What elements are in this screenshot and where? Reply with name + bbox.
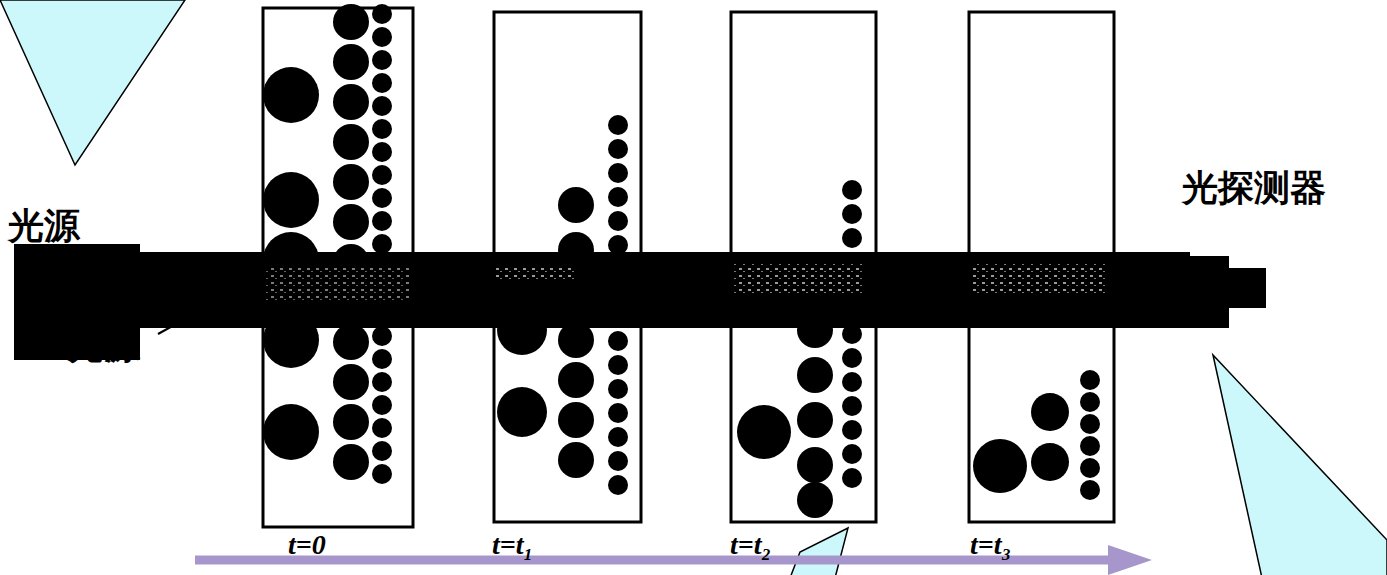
particle bbox=[372, 234, 392, 254]
light-detector bbox=[1226, 268, 1266, 308]
time-label: t=t₁ bbox=[492, 530, 533, 561]
callout-tail bbox=[790, 528, 848, 575]
particle bbox=[608, 403, 628, 423]
particle bbox=[608, 139, 628, 159]
particle bbox=[608, 187, 628, 207]
particle bbox=[333, 404, 369, 440]
particle bbox=[973, 439, 1027, 493]
particle bbox=[372, 441, 392, 461]
particle bbox=[842, 228, 862, 248]
particle bbox=[372, 73, 392, 93]
particle bbox=[608, 115, 628, 135]
particle bbox=[372, 349, 392, 369]
particle bbox=[333, 124, 369, 160]
particle bbox=[333, 204, 369, 240]
particle bbox=[333, 324, 369, 360]
light-detector bbox=[1183, 256, 1229, 328]
particle bbox=[558, 362, 594, 398]
particle bbox=[263, 172, 319, 228]
particle bbox=[372, 50, 392, 70]
particle bbox=[372, 165, 392, 185]
particle bbox=[372, 4, 392, 24]
leader-line bbox=[158, 308, 205, 334]
particle bbox=[608, 475, 628, 495]
particle bbox=[372, 464, 392, 484]
particle bbox=[608, 379, 628, 399]
particle bbox=[608, 163, 628, 183]
particle bbox=[372, 96, 392, 116]
part-label: 光源 bbox=[68, 326, 140, 366]
particle bbox=[1080, 414, 1100, 434]
callout-tail bbox=[1213, 355, 1387, 575]
particle bbox=[1031, 443, 1069, 481]
particle bbox=[558, 402, 594, 438]
particle bbox=[263, 404, 319, 460]
particle bbox=[608, 331, 628, 351]
particle bbox=[608, 355, 628, 375]
arrow-head bbox=[1108, 545, 1152, 575]
particle bbox=[372, 211, 392, 231]
time-label: t=t₂ bbox=[730, 530, 771, 561]
particle bbox=[372, 372, 392, 392]
part-label: 光源 bbox=[8, 206, 80, 246]
particle bbox=[1080, 392, 1100, 412]
particle bbox=[1080, 436, 1100, 456]
particle bbox=[333, 84, 369, 120]
particle bbox=[842, 396, 862, 416]
particle bbox=[1031, 393, 1069, 431]
particle bbox=[333, 364, 369, 400]
particle bbox=[333, 44, 369, 80]
particle bbox=[372, 142, 392, 162]
callout-tail bbox=[0, 0, 185, 165]
particle bbox=[797, 482, 833, 518]
particle bbox=[372, 119, 392, 139]
particle bbox=[372, 395, 392, 415]
particle bbox=[372, 27, 392, 47]
particle bbox=[372, 188, 392, 208]
particle bbox=[608, 451, 628, 471]
particle bbox=[842, 348, 862, 368]
particle bbox=[333, 444, 369, 480]
time-label: t=0 bbox=[288, 530, 326, 561]
particle bbox=[558, 442, 594, 478]
particle bbox=[1080, 370, 1100, 390]
time-label: t=t₃ bbox=[970, 530, 1011, 561]
particle bbox=[372, 326, 392, 346]
particle bbox=[608, 427, 628, 447]
particle bbox=[842, 444, 862, 464]
particle bbox=[333, 164, 369, 200]
particle bbox=[737, 405, 791, 459]
particle bbox=[797, 447, 833, 483]
particle bbox=[1080, 458, 1100, 478]
particle bbox=[372, 418, 392, 438]
particle bbox=[842, 420, 862, 440]
particle bbox=[842, 180, 862, 200]
particle bbox=[842, 204, 862, 224]
scattered-light bbox=[265, 264, 1106, 302]
particle bbox=[497, 387, 547, 437]
particle bbox=[842, 372, 862, 392]
particle bbox=[797, 402, 833, 438]
particle bbox=[797, 357, 833, 393]
part-label: 光探测器 bbox=[1182, 168, 1326, 208]
particle bbox=[608, 211, 628, 231]
light-beam bbox=[135, 252, 1190, 328]
particle bbox=[842, 468, 862, 488]
particle bbox=[1080, 480, 1100, 500]
particle bbox=[558, 187, 594, 223]
particle bbox=[333, 4, 369, 40]
particle bbox=[263, 67, 319, 123]
